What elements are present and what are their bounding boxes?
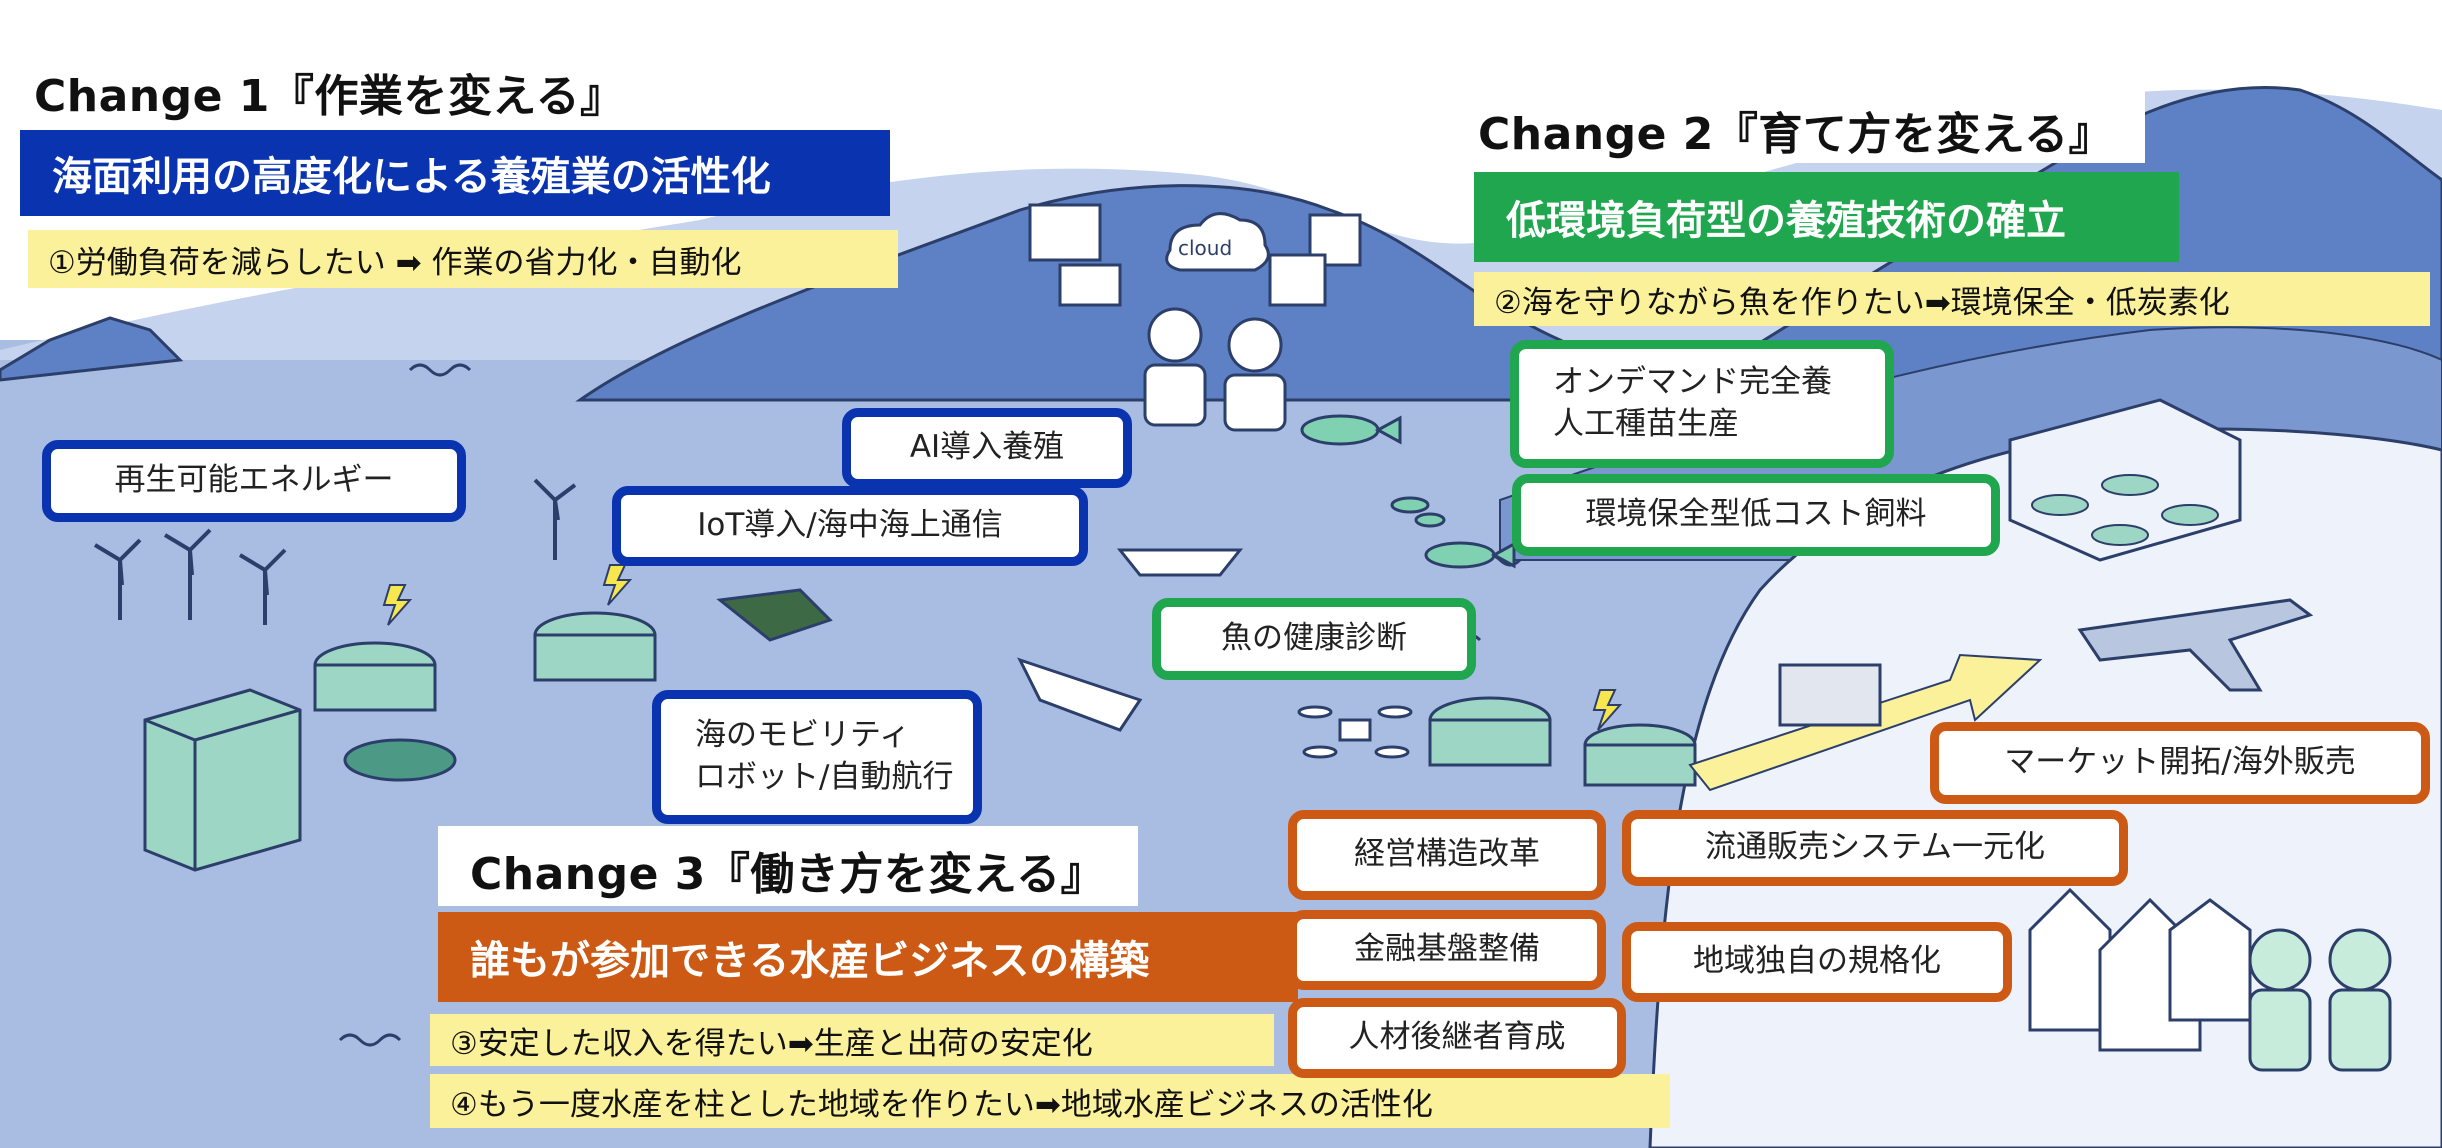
change3-goal-1: ③安定した収入を得たい➡生産と出荷の安定化 [430,1014,1274,1066]
label-fish-health-check-text: 魚の健康診断 [1221,620,1407,657]
analysts [1143,307,1287,432]
submarine-robot [343,738,457,782]
change1-heading: Change 1『作業を変える』 [34,71,625,122]
label-distribution-system-text: 流通販売システム一元化 [1704,829,2046,866]
change1-band: 海面利用の高度化による養殖業の活性化 [20,130,890,216]
fish [1300,414,1516,569]
label-ondemand-line1: オンデマンド完全養 [1553,364,1832,401]
aerial-drone [1297,705,1413,759]
label-iot-communication-text: IoT導入/海中海上通信 [697,507,1003,544]
processing-houses [2028,887,2252,1052]
change1-heading-bg [15,55,615,125]
label-ai-aquaculture-text: AI導入養殖 [909,429,1065,466]
label-sea-mobility-line1: 海のモビリティ [695,717,911,754]
change3-goal-2: ④もう一度水産を柱とした地域を作りたい➡地域水産ビジネスの活性化 [430,1074,1670,1128]
label-sea-mobility-line2: ロボット/自動航行 [695,759,954,795]
change3-heading: Change 3『働き方を変える』 [470,849,1106,900]
delivery-truck [1778,663,1882,727]
label-renewable-energy-text: 再生可能エネルギー [114,462,394,499]
label-financial-base-text: 金融基盤整備 [1354,931,1540,968]
power-bolts [382,564,1623,731]
airplane [2077,598,2314,692]
change3-band: 誰もが参加できる水産ビジネスの構築 [438,912,1298,1002]
fish-pens [313,611,1697,787]
cargo-ship [1017,657,1143,732]
left-island [0,316,184,382]
label-ai-aquaculture: AI導入養殖 [842,408,1132,488]
label-market-development: マーケット開拓/海外販売 [1930,722,2430,804]
label-management-reform-text: 経営構造改革 [1354,836,1540,873]
label-ondemand-line2: 人工種苗生産 [1553,406,1739,442]
label-successor-training-text: 人材後継者育成 [1348,1019,1566,1056]
label-renewable-energy: 再生可能エネルギー [42,440,466,522]
label-distribution-system: 流通販売システム一元化 [1622,810,2128,886]
fish-cage-cube [143,688,302,872]
change1-goal: ①労働負荷を減らしたい ➡ 作業の省力化・自動化 [28,230,898,288]
cloud-label: cloud [1178,236,1232,260]
label-ondemand-seed-production: オンデマンド完全養人工種苗生産 [1510,340,1894,468]
change2-heading-bg [1470,88,2145,163]
label-regional-standards-text: 地域独自の規格化 [1693,943,1941,980]
fishing-boat [1116,548,1244,577]
label-sea-mobility-text: 海のモビリティロボット/自動航行 [695,715,953,799]
label-successor-training: 人材後継者育成 [1288,998,1626,1078]
change2-band: 低環境負荷型の養殖技術の確立 [1474,172,2179,262]
change2-goal: ②海を守りながら魚を作りたい➡環境保全・低炭素化 [1474,272,2430,326]
label-sea-mobility: 海のモビリティロボット/自動航行 [652,690,982,824]
label-financial-base: 金融基盤整備 [1288,910,1606,990]
underwater-drone [716,588,833,642]
label-market-development-text: マーケット開拓/海外販売 [2004,744,2356,781]
label-ondemand-text: オンデマンド完全養人工種苗生産 [1553,362,1832,446]
label-iot-communication: IoT導入/海中海上通信 [612,486,1088,566]
label-eco-feed-text: 環境保全型低コスト飼料 [1585,496,1927,533]
label-eco-feed: 環境保全型低コスト飼料 [1512,474,2000,556]
fish-workers [2248,928,2392,1072]
change2-heading: Change 2『育て方を変える』 [1478,109,2114,160]
label-management-reform: 経営構造改革 [1288,810,1606,900]
land-tanks [2031,474,2219,546]
label-regional-standards: 地域独自の規格化 [1622,922,2012,1002]
data-icons [1028,203,1362,307]
label-fish-health-check: 魚の健康診断 [1152,598,1476,680]
change3-heading-bg [438,826,1138,906]
wind-turbines [93,478,577,625]
